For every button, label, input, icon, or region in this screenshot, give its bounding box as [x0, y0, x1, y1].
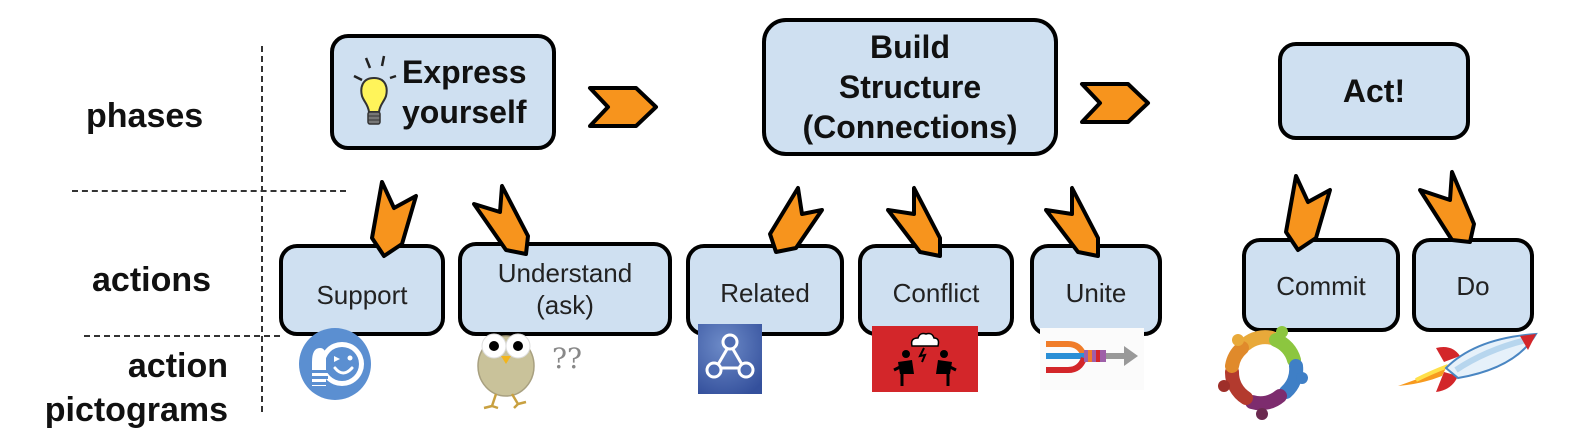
row-label-pictograms-line1: action — [127, 347, 228, 385]
action-do-label: Do — [1456, 271, 1490, 301]
row-label-pictograms-line2: pictograms — [44, 391, 228, 429]
chevron-arrow-icon — [1080, 82, 1150, 124]
action-commit-label: Commit — [1276, 271, 1366, 301]
owl-question-icon: ?? — [477, 333, 582, 410]
action-unite-label: Unite — [1065, 278, 1127, 308]
row-label-phases: phases — [86, 97, 204, 135]
action-understand-line2: (ask) — [536, 290, 594, 320]
phase-act-label: Act! — [1342, 73, 1406, 109]
phase-build-line1: Build — [870, 29, 950, 65]
divider-actions-pictograms — [84, 335, 280, 337]
chevron-arrow-icon — [588, 86, 658, 128]
phase-build-line3: (Connections) — [802, 109, 1018, 145]
down-arrow-icon — [1418, 170, 1476, 244]
thumbs-up-smiley-icon — [299, 328, 371, 400]
down-arrow-icon — [886, 186, 942, 258]
action-support[interactable]: Support — [279, 244, 445, 336]
action-do[interactable]: Do — [1412, 238, 1534, 332]
down-arrow-icon — [370, 180, 418, 258]
action-related[interactable]: Related — [686, 244, 844, 336]
rocket-icon — [1398, 332, 1538, 392]
row-label-action-pictograms: action pictograms — [24, 346, 228, 430]
action-understand[interactable]: Understand (ask) — [458, 242, 672, 336]
action-related-label: Related — [720, 278, 810, 308]
team-circle-icon — [1218, 326, 1308, 420]
divider-phases-actions — [72, 190, 346, 192]
down-arrow-icon — [1284, 174, 1332, 252]
action-understand-line1: Understand — [497, 258, 633, 288]
question-marks: ?? — [552, 342, 582, 375]
down-arrow-icon — [472, 184, 530, 256]
divider-vertical — [261, 46, 263, 412]
action-conflict-label: Conflict — [892, 278, 980, 308]
phase-act: Act! — [1278, 42, 1470, 140]
down-arrow-icon — [1044, 186, 1100, 258]
phase-express-yourself: Express yourself — [330, 34, 556, 150]
network-graph-icon — [698, 324, 762, 394]
action-commit[interactable]: Commit — [1242, 238, 1400, 332]
row-label-actions: actions — [92, 261, 212, 299]
action-unite[interactable]: Unite — [1030, 244, 1162, 336]
phase-express-line1: Express — [402, 54, 527, 90]
down-arrow-icon — [768, 186, 824, 254]
phase-build-line2: Structure — [838, 69, 982, 105]
merging-ropes-icon — [1040, 328, 1144, 390]
action-support-label: Support — [316, 280, 408, 310]
lightbulb-icon — [353, 55, 397, 125]
phase-build-structure: Build Structure (Connections) — [762, 18, 1058, 156]
phase-express-line2: yourself — [402, 94, 527, 130]
conflict-people-icon — [872, 326, 978, 392]
